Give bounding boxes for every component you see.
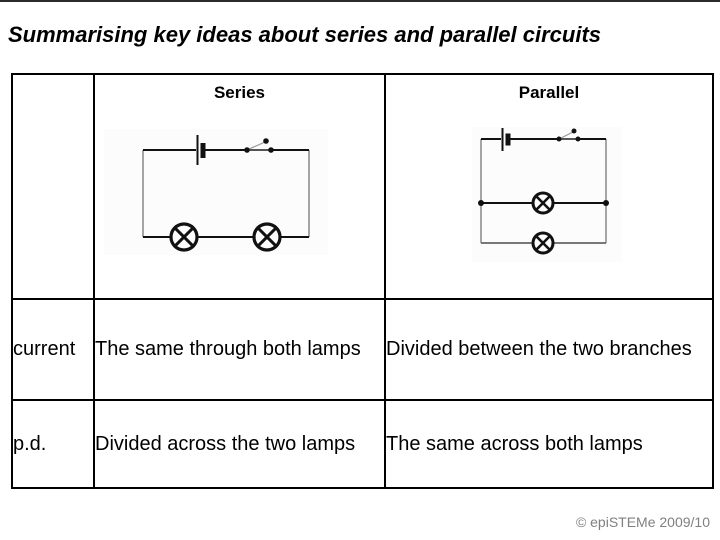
table-row-diagrams: Series — [11, 73, 714, 300]
row-label-pd: p.d. — [11, 399, 95, 489]
cell-icon — [196, 135, 206, 165]
series-diagram-cell: Series — [93, 73, 386, 300]
cell-pd-parallel: The same across both lamps — [384, 399, 714, 489]
column-header-parallel: Parallel — [518, 83, 580, 102]
copyright-text: © epiSTEMe 2009/10 — [575, 514, 710, 530]
column-header-series: Series — [213, 83, 266, 102]
table-row-pd: p.d. Divided across the two lamps The sa… — [11, 399, 714, 489]
row-label-current: current — [11, 298, 95, 401]
window-top-edge — [0, 0, 720, 2]
cell-text: Divided across the two lamps — [95, 432, 356, 455]
lamp-icon — [252, 222, 282, 252]
cell-text: The same through both lamps — [95, 338, 361, 360]
row-label-text: p.d. — [13, 432, 47, 455]
junction-dot — [603, 200, 609, 206]
cell-current-parallel: Divided between the two branches — [384, 298, 714, 401]
junction-dot — [478, 200, 484, 206]
row-label-text: current — [13, 338, 76, 360]
lamp-icon — [531, 231, 555, 255]
parallel-circuit-diagram — [472, 127, 622, 262]
cell-text: Divided between the two branches — [386, 338, 692, 360]
cell-icon — [501, 128, 511, 151]
lamp-icon — [531, 191, 555, 215]
summary-table: Series — [11, 73, 714, 489]
lamp-icon — [169, 222, 199, 252]
corner-cell — [11, 73, 95, 300]
cell-pd-series: Divided across the two lamps — [93, 399, 386, 489]
page-title: Summarising key ideas about series and p… — [8, 22, 602, 47]
series-circuit-diagram — [104, 129, 328, 255]
cell-current-series: The same through both lamps — [93, 298, 386, 401]
cell-text: The same across both lamps — [386, 432, 643, 455]
open-switch-icon — [244, 138, 274, 153]
parallel-diagram-cell: Parallel — [384, 73, 714, 300]
open-switch-icon — [556, 128, 581, 142]
table-row-current: current The same through both lamps Divi… — [11, 298, 714, 401]
